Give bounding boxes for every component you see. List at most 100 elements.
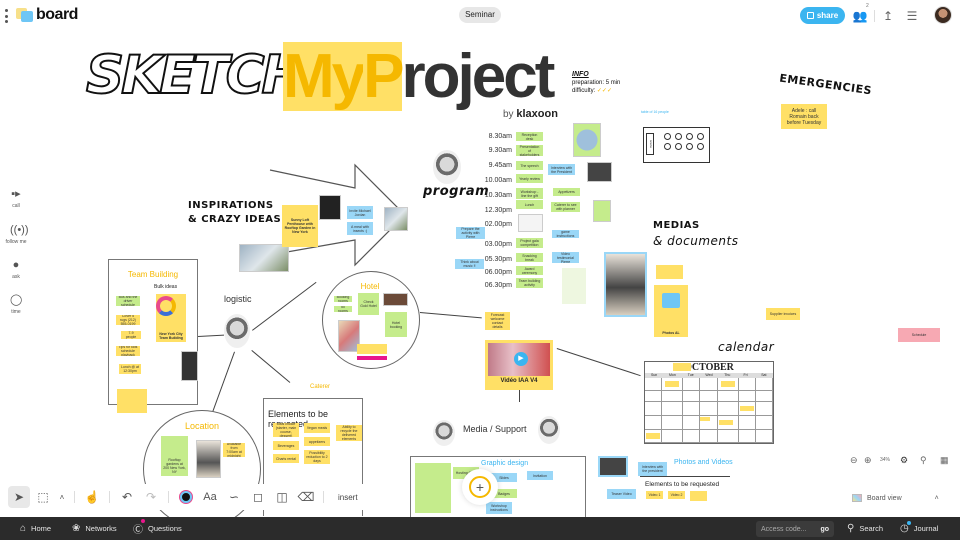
select-tool[interactable]: ➤ bbox=[8, 486, 30, 508]
photos-video-image[interactable] bbox=[598, 456, 628, 477]
ad-note[interactable] bbox=[117, 389, 147, 413]
connector bbox=[252, 281, 317, 331]
venue-image[interactable] bbox=[196, 440, 221, 478]
emergency-note[interactable]: Adele : call Romain back before Tuesday bbox=[781, 104, 827, 129]
zoom-in-button[interactable]: ⊕ bbox=[864, 455, 872, 465]
loft-note[interactable]: Sunny Loft Penthouse with Rooftop Garden… bbox=[282, 205, 318, 247]
undo-button[interactable]: ↶ bbox=[121, 490, 133, 504]
search-link[interactable]: ⚲Search bbox=[847, 523, 884, 534]
board-canvas[interactable]: board Seminar share 👥 2 ↥ ☰ ▪▸call ((•))… bbox=[0, 0, 960, 517]
team-logo-icon bbox=[156, 296, 176, 316]
rail-follow-me[interactable]: ((•))follow me bbox=[5, 224, 29, 245]
logistic-label: logistic bbox=[224, 294, 252, 304]
graphic-design-frame[interactable]: Graphic design Hosting Card Slides Invit… bbox=[410, 456, 586, 517]
zoom-level: 34% bbox=[880, 457, 891, 463]
fit-screen-icon[interactable]: ▦ bbox=[940, 455, 949, 465]
team-image[interactable] bbox=[181, 351, 198, 381]
text-tool[interactable]: Aa bbox=[203, 491, 217, 503]
divider bbox=[874, 10, 875, 22]
crazy-ideas-heading: & CRAZY IDEAS !! bbox=[188, 214, 296, 225]
question-bubble-icon: ● bbox=[12, 259, 20, 271]
award-card[interactable] bbox=[562, 268, 586, 304]
pen-tool[interactable]: ∽ bbox=[228, 490, 240, 504]
plus-icon: + bbox=[469, 476, 491, 498]
shapes-tool[interactable]: ◻ bbox=[253, 490, 263, 504]
program-person-avatar bbox=[433, 150, 461, 184]
settings-sliders-icon[interactable]: ☰ bbox=[906, 9, 918, 23]
networks-link[interactable]: ❀Networks bbox=[72, 523, 117, 534]
zoom-out-button[interactable]: ⊖ bbox=[850, 455, 858, 465]
area-select-tool[interactable]: ⬚ bbox=[37, 490, 49, 504]
redo-button[interactable]: ↷ bbox=[145, 490, 157, 504]
home-icon: ⌂ bbox=[20, 523, 27, 534]
program-globe-image[interactable] bbox=[573, 123, 601, 157]
rail-call[interactable]: ▪▸call bbox=[11, 188, 21, 209]
rooftop-image[interactable] bbox=[239, 244, 289, 272]
hotel-room-image[interactable] bbox=[383, 293, 408, 306]
connector bbox=[251, 350, 291, 383]
inspirations-heading: INSPIRATIONS bbox=[188, 200, 274, 211]
title-myproject: MyProject bbox=[283, 42, 555, 111]
design-note[interactable] bbox=[415, 463, 451, 513]
timer-icon: ◯ bbox=[10, 294, 23, 306]
icebreaker-sketch[interactable] bbox=[518, 214, 543, 232]
search-icon: ⚲ bbox=[847, 523, 855, 534]
color-picker[interactable] bbox=[175, 486, 197, 508]
connector bbox=[556, 348, 641, 377]
participants-icon[interactable]: 👥 bbox=[852, 9, 868, 23]
team-building-frame[interactable]: Team Building Bulk ideas Bus and the dri… bbox=[108, 259, 198, 405]
idea-insects-note[interactable]: A meal with insects :) bbox=[347, 222, 373, 235]
main-menu-button[interactable] bbox=[5, 9, 9, 23]
connector bbox=[419, 312, 482, 319]
logistic-person-avatar bbox=[224, 314, 250, 348]
bw-image[interactable] bbox=[319, 195, 341, 220]
touch-tool[interactable]: ☝ bbox=[84, 490, 100, 504]
add-button[interactable]: + bbox=[462, 469, 498, 505]
chevron-up-icon[interactable]: ˄ bbox=[59, 492, 65, 502]
title-by-klaxoon: by klaxoon bbox=[503, 108, 558, 120]
schedule-note[interactable]: Schedule bbox=[898, 328, 940, 342]
media-person1-avatar bbox=[433, 420, 455, 446]
pv-note[interactable] bbox=[690, 491, 707, 501]
search-icon[interactable]: ⚲ bbox=[920, 455, 927, 465]
play-icon[interactable]: ▶ bbox=[514, 352, 528, 366]
medias-heading: MEDIAS bbox=[653, 220, 700, 231]
access-code-input[interactable]: Access code...go bbox=[756, 521, 834, 537]
folder-icon bbox=[662, 293, 680, 308]
home-link[interactable]: ⌂Home bbox=[20, 523, 52, 534]
connector bbox=[210, 351, 235, 418]
media-note[interactable] bbox=[656, 265, 683, 279]
insert-button[interactable]: insert bbox=[338, 492, 358, 502]
rail-ask[interactable]: ●ask bbox=[2, 259, 30, 280]
video-camera-icon: ▪▸ bbox=[11, 188, 21, 200]
gear-icon[interactable]: ⚙ bbox=[900, 455, 909, 465]
hotel-title: Hotel bbox=[360, 282, 380, 291]
video-card[interactable]: ▶ Vidéo IAA V4 bbox=[485, 340, 553, 390]
supplier-invoices-note[interactable]: Supplier invoices bbox=[766, 308, 800, 320]
media-support-label: Media / Support bbox=[463, 424, 527, 434]
interview-image[interactable] bbox=[587, 162, 612, 182]
export-icon[interactable]: ↥ bbox=[882, 9, 894, 23]
lunch-image[interactable] bbox=[593, 200, 611, 222]
office-image[interactable] bbox=[604, 252, 647, 317]
user-avatar[interactable] bbox=[934, 6, 952, 24]
board-title[interactable]: Seminar bbox=[459, 7, 501, 23]
eraser-tool[interactable]: ⌫ bbox=[297, 490, 315, 504]
go-button[interactable]: go bbox=[820, 525, 829, 533]
patio-image[interactable] bbox=[384, 207, 408, 231]
idea-jordan-note[interactable]: Invite Michael Jordan bbox=[347, 206, 373, 219]
seating-plan[interactable]: scene bbox=[643, 127, 710, 163]
connector-tool[interactable]: ◫ bbox=[276, 490, 288, 504]
check-desk-note[interactable] bbox=[357, 344, 387, 354]
share-button[interactable]: share bbox=[800, 7, 845, 24]
connector bbox=[519, 390, 520, 402]
rail-time[interactable]: ◯time bbox=[10, 294, 23, 315]
board-view-toggle[interactable]: Board view˄ bbox=[852, 494, 939, 502]
map-image[interactable] bbox=[338, 320, 360, 352]
drawing-toolbar: ➤ ⬚ ˄ ☝ ↶ ↷ Aa ∽ ◻ ◫ ⌫ insert bbox=[8, 484, 366, 510]
info-block: INFO preparation: 5 min difficulty: ✓✓✓ bbox=[572, 71, 621, 94]
journal-link[interactable]: ◷Journal bbox=[900, 521, 939, 534]
